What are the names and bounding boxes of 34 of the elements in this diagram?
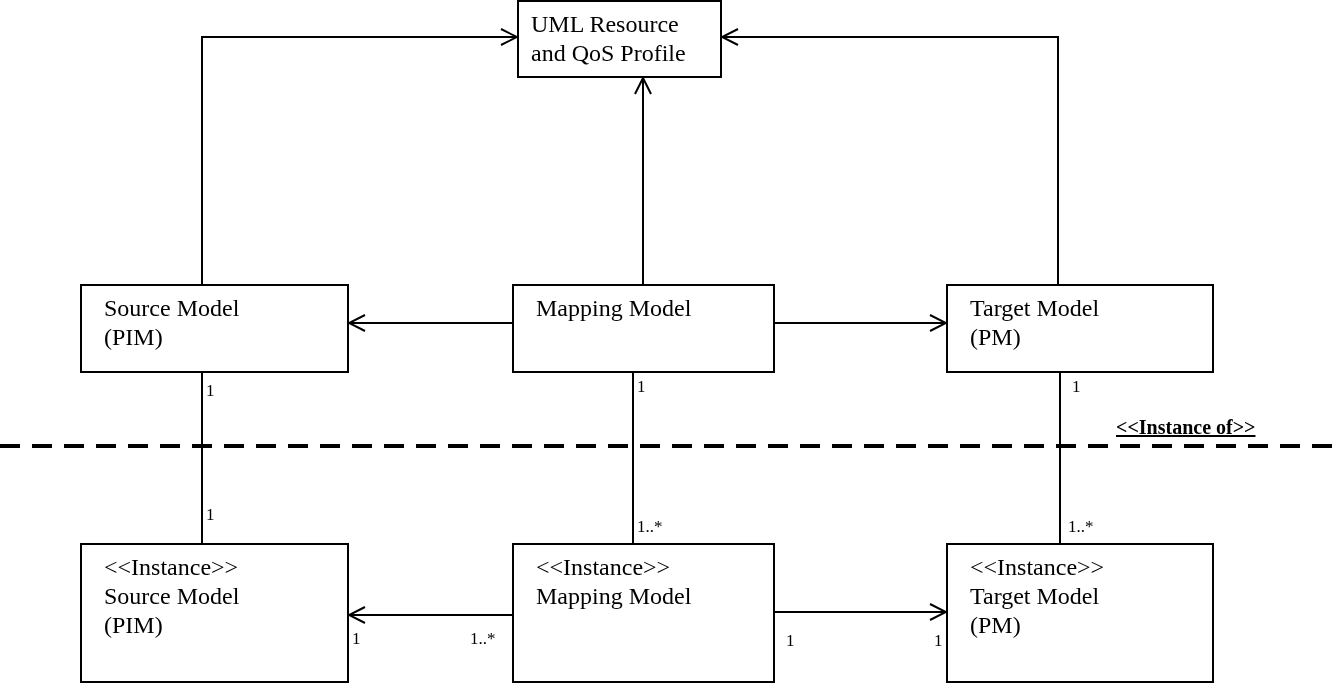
class-box <box>512 284 775 373</box>
connector <box>774 314 947 332</box>
class-box <box>80 543 349 683</box>
multiplicity-label: 1 <box>637 378 646 395</box>
connector <box>632 372 634 544</box>
multiplicity-label: 1 <box>352 630 361 647</box>
multiplicity-label: 1 <box>206 382 215 399</box>
class-box <box>946 284 1214 373</box>
class-box <box>946 543 1214 683</box>
class-box <box>517 0 722 78</box>
connector <box>348 606 513 624</box>
multiplicity-label: 1 <box>206 506 215 523</box>
connector <box>1059 372 1061 544</box>
class-name: Mapping Model <box>536 294 693 323</box>
connector <box>348 314 513 332</box>
connector <box>721 28 1059 285</box>
class-name: <<Instance>> Mapping Model <box>536 553 693 611</box>
multiplicity-label: 1..* <box>1068 518 1094 535</box>
multiplicity-label: 1 <box>1072 378 1081 395</box>
connector <box>774 603 947 621</box>
multiplicity-label: 1 <box>786 632 795 649</box>
connector <box>634 77 652 285</box>
class-name: Source Model (PIM) <box>104 294 241 352</box>
multiplicity-label: 1..* <box>470 630 496 647</box>
class-name: <<Instance>> Source Model (PIM) <box>104 553 241 640</box>
multiplicity-label: 1..* <box>637 518 663 535</box>
class-box <box>80 284 349 373</box>
class-name: <<Instance>> Target Model (PM) <box>970 553 1106 640</box>
class-box <box>512 543 775 683</box>
connector <box>201 28 518 285</box>
class-name: UML Resource and QoS Profile <box>531 10 687 68</box>
connector <box>201 372 203 544</box>
class-name: Target Model (PM) <box>970 294 1101 352</box>
multiplicity-label: 1 <box>934 632 943 649</box>
